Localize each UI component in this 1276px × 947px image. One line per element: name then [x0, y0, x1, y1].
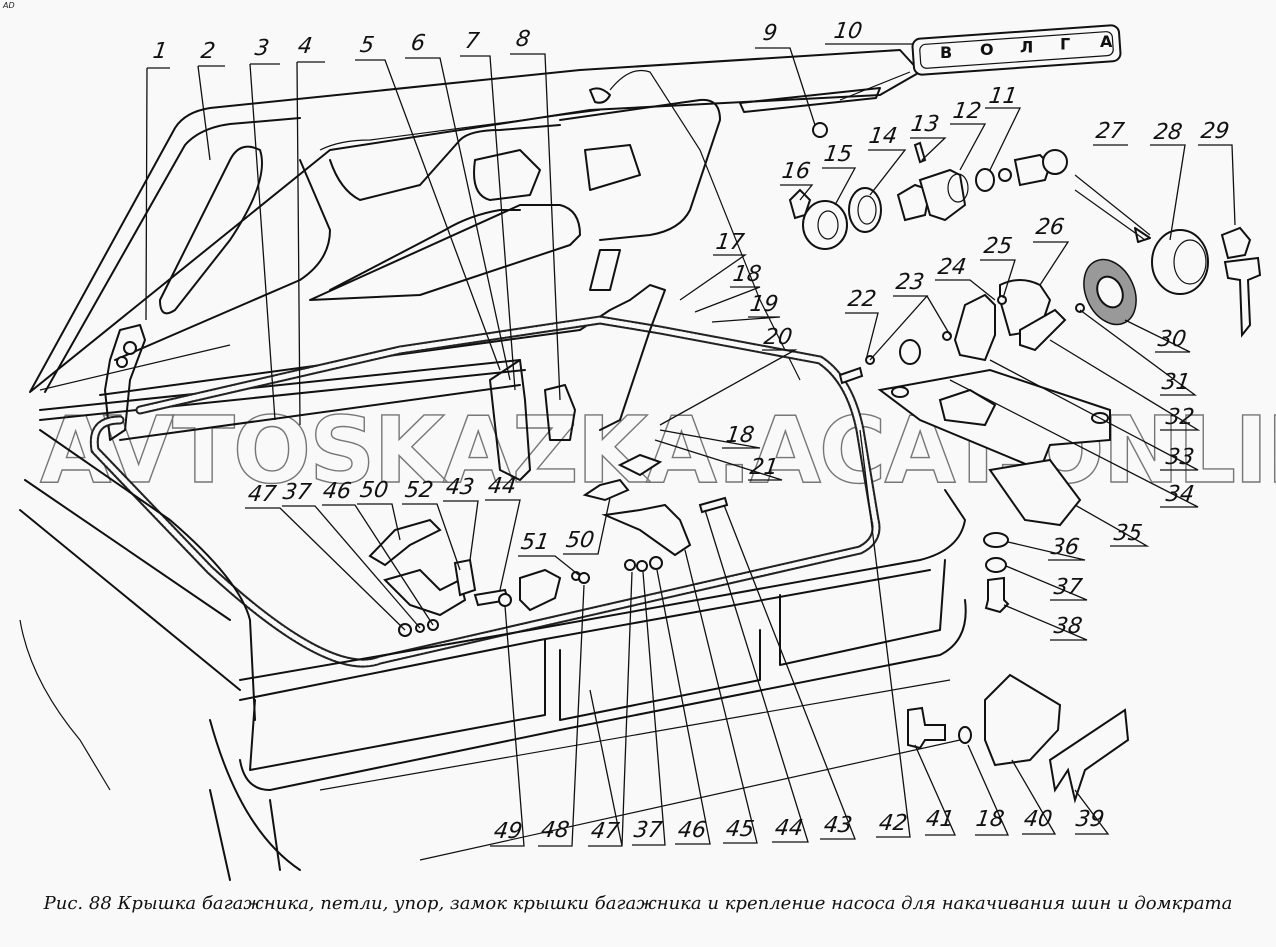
callout-47: 47	[246, 482, 278, 507]
hinge-left	[104, 324, 146, 441]
callout-37: 37	[632, 818, 664, 843]
callout-50: 50	[564, 528, 596, 553]
callout-16: 16	[780, 159, 812, 184]
callout-44: 44	[486, 474, 518, 499]
callout-32: 32	[1164, 405, 1196, 430]
callout-47: 47	[589, 819, 621, 844]
callout-41: 41	[924, 807, 956, 832]
leader-lines	[145, 43, 1236, 847]
car-body	[19, 429, 967, 881]
callout-37: 37	[281, 480, 313, 505]
callout-25: 25	[982, 234, 1014, 259]
torsion-rods	[39, 359, 526, 441]
callout-15: 15	[822, 142, 854, 167]
callout-28: 28	[1152, 120, 1184, 145]
callout-39: 39	[1074, 807, 1106, 832]
callout-17: 17	[714, 230, 746, 255]
callout-48: 48	[539, 818, 571, 843]
callout-22: 22	[846, 287, 878, 312]
trunk-lock-mechanism	[838, 279, 1111, 527]
callout-45: 45	[724, 817, 756, 842]
callout-34: 34	[1164, 482, 1196, 507]
callout-33: 33	[1164, 445, 1196, 470]
callout-50: 50	[358, 478, 390, 503]
callout-27: 27	[1094, 119, 1126, 144]
callout-42: 42	[877, 811, 909, 836]
callout-18: 18	[731, 262, 763, 287]
callout-46: 46	[676, 818, 708, 843]
callout-43: 43	[444, 475, 476, 500]
callout-18: 18	[974, 807, 1006, 832]
emblem-letter: Г	[1060, 35, 1070, 54]
corner-mark: AD	[3, 1, 15, 10]
callout-38: 38	[1052, 614, 1084, 639]
callout-46: 46	[321, 479, 353, 504]
emblem	[739, 24, 1122, 113]
callout-21: 21	[748, 455, 780, 480]
lock-cylinder-parts	[788, 122, 1068, 250]
callout-37: 37	[1052, 575, 1084, 600]
callout-19: 19	[748, 292, 780, 317]
callout-52: 52	[403, 478, 435, 503]
emblem-letter: В	[940, 43, 952, 62]
jack-mount-parts	[907, 532, 1130, 804]
callout-40: 40	[1022, 807, 1054, 832]
callout-13: 13	[909, 112, 941, 137]
trunk-seal	[89, 315, 881, 668]
figure-caption: Рис. 88 Крышка багажника, петли, упор, з…	[43, 893, 1233, 914]
callout-36: 36	[1049, 535, 1081, 560]
callout-14: 14	[867, 124, 899, 149]
callout-23: 23	[894, 270, 926, 295]
stop-bracket	[489, 284, 666, 481]
callout-24: 24	[936, 255, 968, 280]
callout-31: 31	[1160, 370, 1192, 395]
emblem-letter: А	[1100, 32, 1113, 51]
callout-44: 44	[773, 816, 805, 841]
callout-18: 18	[724, 423, 756, 448]
callout-51: 51	[519, 530, 551, 555]
emblem-letter: О	[980, 40, 994, 59]
callout-30: 30	[1156, 327, 1188, 352]
emblem-letter: Л	[1020, 37, 1033, 56]
callout-29: 29	[1199, 119, 1231, 144]
callout-35: 35	[1112, 521, 1144, 546]
callout-43: 43	[822, 813, 854, 838]
callout-11: 11	[987, 84, 1019, 109]
callout-26: 26	[1034, 215, 1066, 240]
callout-20: 20	[762, 325, 794, 350]
callout-10: 10	[832, 19, 864, 44]
lock-assembly	[1074, 174, 1262, 338]
callout-49: 49	[492, 819, 524, 844]
callout-12: 12	[951, 99, 983, 124]
